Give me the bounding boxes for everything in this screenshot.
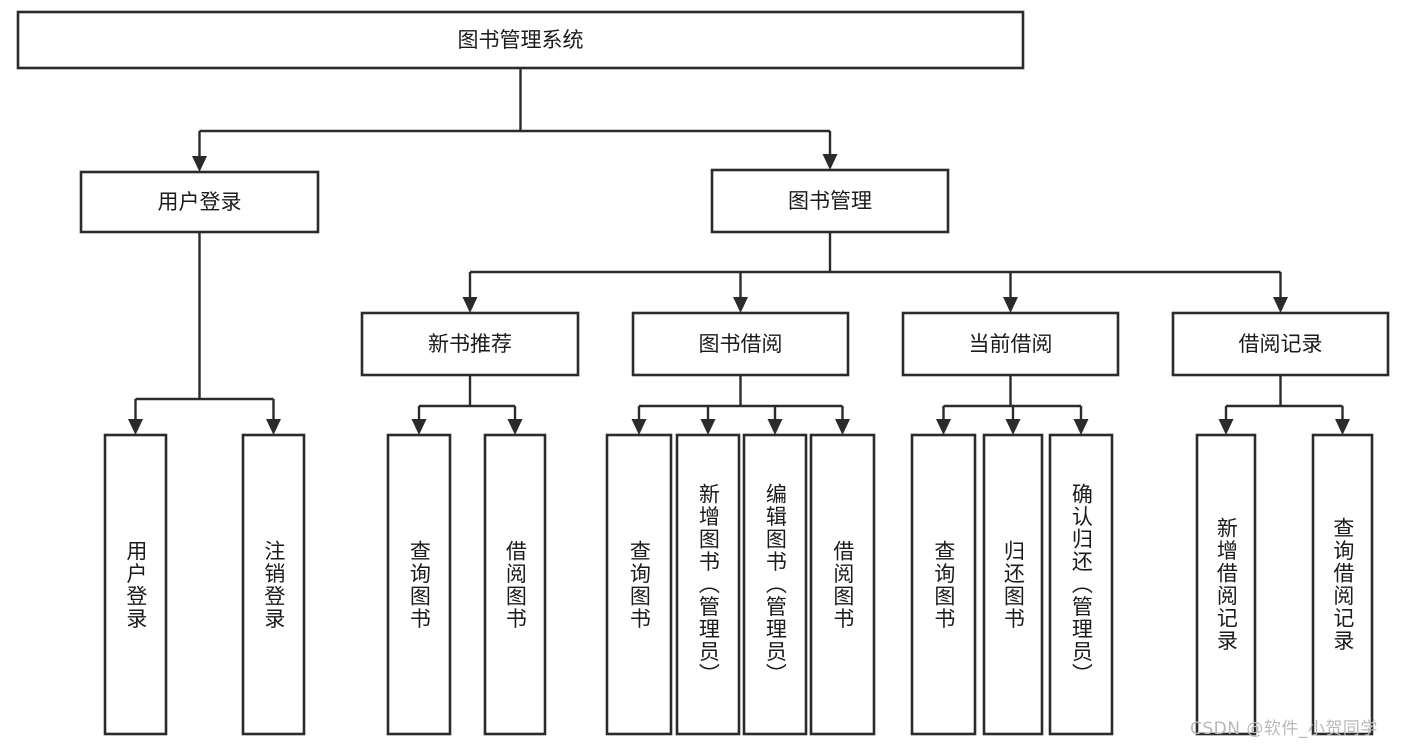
node-leaf-query-record[interactable] (1311, 433, 1374, 736)
csdn-watermark: CSDN @软件_小贺同学 (1190, 719, 1378, 739)
node-new-book-rec-label: 新书推荐 (428, 332, 512, 356)
leaf-book-borrow-arrow-1 (700, 419, 716, 435)
node-leaf-return-book[interactable] (982, 433, 1044, 736)
book-manage-arrow-0 (462, 297, 478, 313)
node-new-book-rec[interactable] (360, 311, 580, 377)
node-leaf-query-book-1[interactable] (386, 433, 452, 736)
leaf-book-borrow-arrow-2 (767, 419, 783, 435)
leaf-book-borrow-arrow-3 (835, 419, 850, 435)
leaf-borrow-record-arrow-0 (1218, 419, 1234, 435)
node-current-borrow-label: 当前借阅 (969, 332, 1053, 356)
leaf-new-book-rec-arrow-1 (507, 419, 523, 435)
leaf-user-login-arrow-1 (266, 419, 281, 435)
node-leaf-borrow-book-2[interactable] (809, 433, 876, 736)
node-root[interactable] (16, 10, 1025, 70)
node-borrow-record-label: 借阅记录 (1239, 332, 1323, 356)
node-user-login-label: 用户登录 (158, 190, 242, 214)
node-book-borrow-label: 图书借阅 (699, 332, 783, 356)
node-current-borrow[interactable] (901, 311, 1120, 377)
node-leaf-user-login[interactable] (103, 433, 168, 736)
node-user-login[interactable] (79, 170, 320, 234)
leaf-user-login-arrow-0 (128, 419, 143, 435)
node-leaf-add-record[interactable] (1195, 433, 1257, 736)
node-leaf-edit-book[interactable] (742, 433, 808, 736)
node-book-manage[interactable] (710, 168, 950, 234)
node-leaf-logout[interactable] (241, 433, 306, 736)
book-manage-arrow-2 (1003, 297, 1018, 313)
leaf-current-borrow-arrow-1 (1005, 419, 1021, 435)
leaf-borrow-record-arrow-1 (1335, 419, 1350, 435)
connector-layer (128, 68, 1350, 435)
node-leaf-query-book-2[interactable] (605, 433, 673, 736)
node-book-manage-label: 图书管理 (788, 189, 872, 213)
node-leaf-confirm-return[interactable] (1048, 433, 1114, 736)
node-root-label: 图书管理系统 (458, 28, 584, 52)
node-borrow-record[interactable] (1171, 311, 1390, 377)
leaf-new-book-rec-arrow-0 (411, 419, 427, 435)
node-leaf-borrow-book-1[interactable] (483, 433, 547, 736)
leaf-current-borrow-arrow-2 (1073, 419, 1089, 435)
root-arrow-0 (192, 156, 207, 172)
book-manage-arrow-3 (1273, 297, 1288, 313)
root-arrow-1 (822, 154, 838, 170)
node-leaf-query-book-3[interactable] (910, 433, 977, 736)
node-leaf-add-book[interactable] (675, 433, 741, 736)
node-book-borrow[interactable] (631, 311, 850, 377)
leaf-book-borrow-arrow-0 (631, 419, 647, 435)
leaf-current-borrow-arrow-0 (936, 419, 951, 435)
book-manage-arrow-1 (733, 297, 748, 313)
